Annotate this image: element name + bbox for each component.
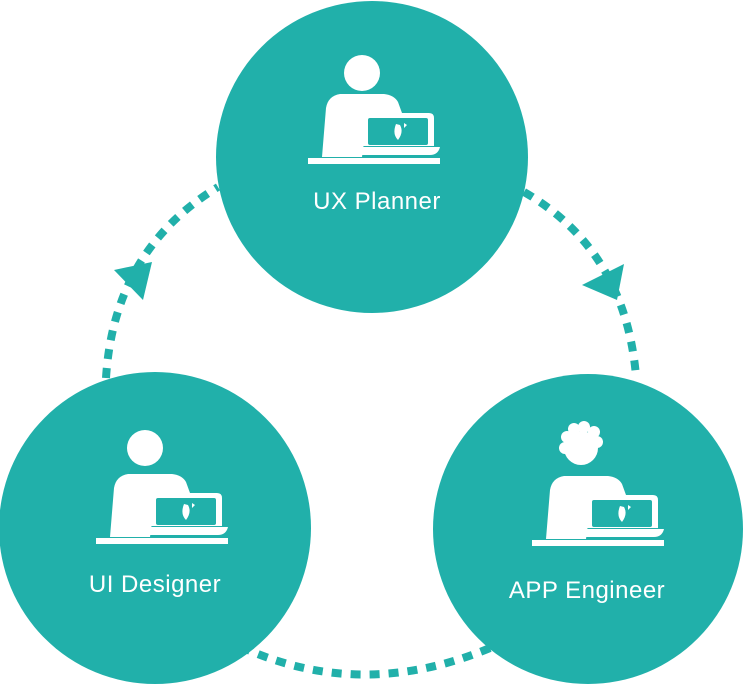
person-at-laptop-icon	[532, 421, 664, 546]
node-ux-planner: UX Planner	[216, 1, 528, 313]
arrow-head-to-app-icon	[582, 264, 624, 300]
edge-app-to-ui	[246, 644, 492, 679]
person-at-laptop-icon	[96, 430, 228, 544]
person-at-laptop-icon	[308, 55, 440, 164]
arrow-head-to-ux-icon	[114, 262, 152, 300]
edge-ui-to-ux	[102, 183, 221, 379]
node-ui-designer: UI Designer	[0, 372, 311, 684]
node-app-engineer: APP Engineer	[433, 374, 743, 684]
connectors	[102, 183, 640, 679]
node-label-app-engineer: APP Engineer	[509, 577, 665, 604]
node-label-ux-planner: UX Planner	[313, 188, 441, 215]
node-label-ui-designer: UI Designer	[89, 571, 221, 598]
edge-ux-to-app	[522, 188, 640, 377]
